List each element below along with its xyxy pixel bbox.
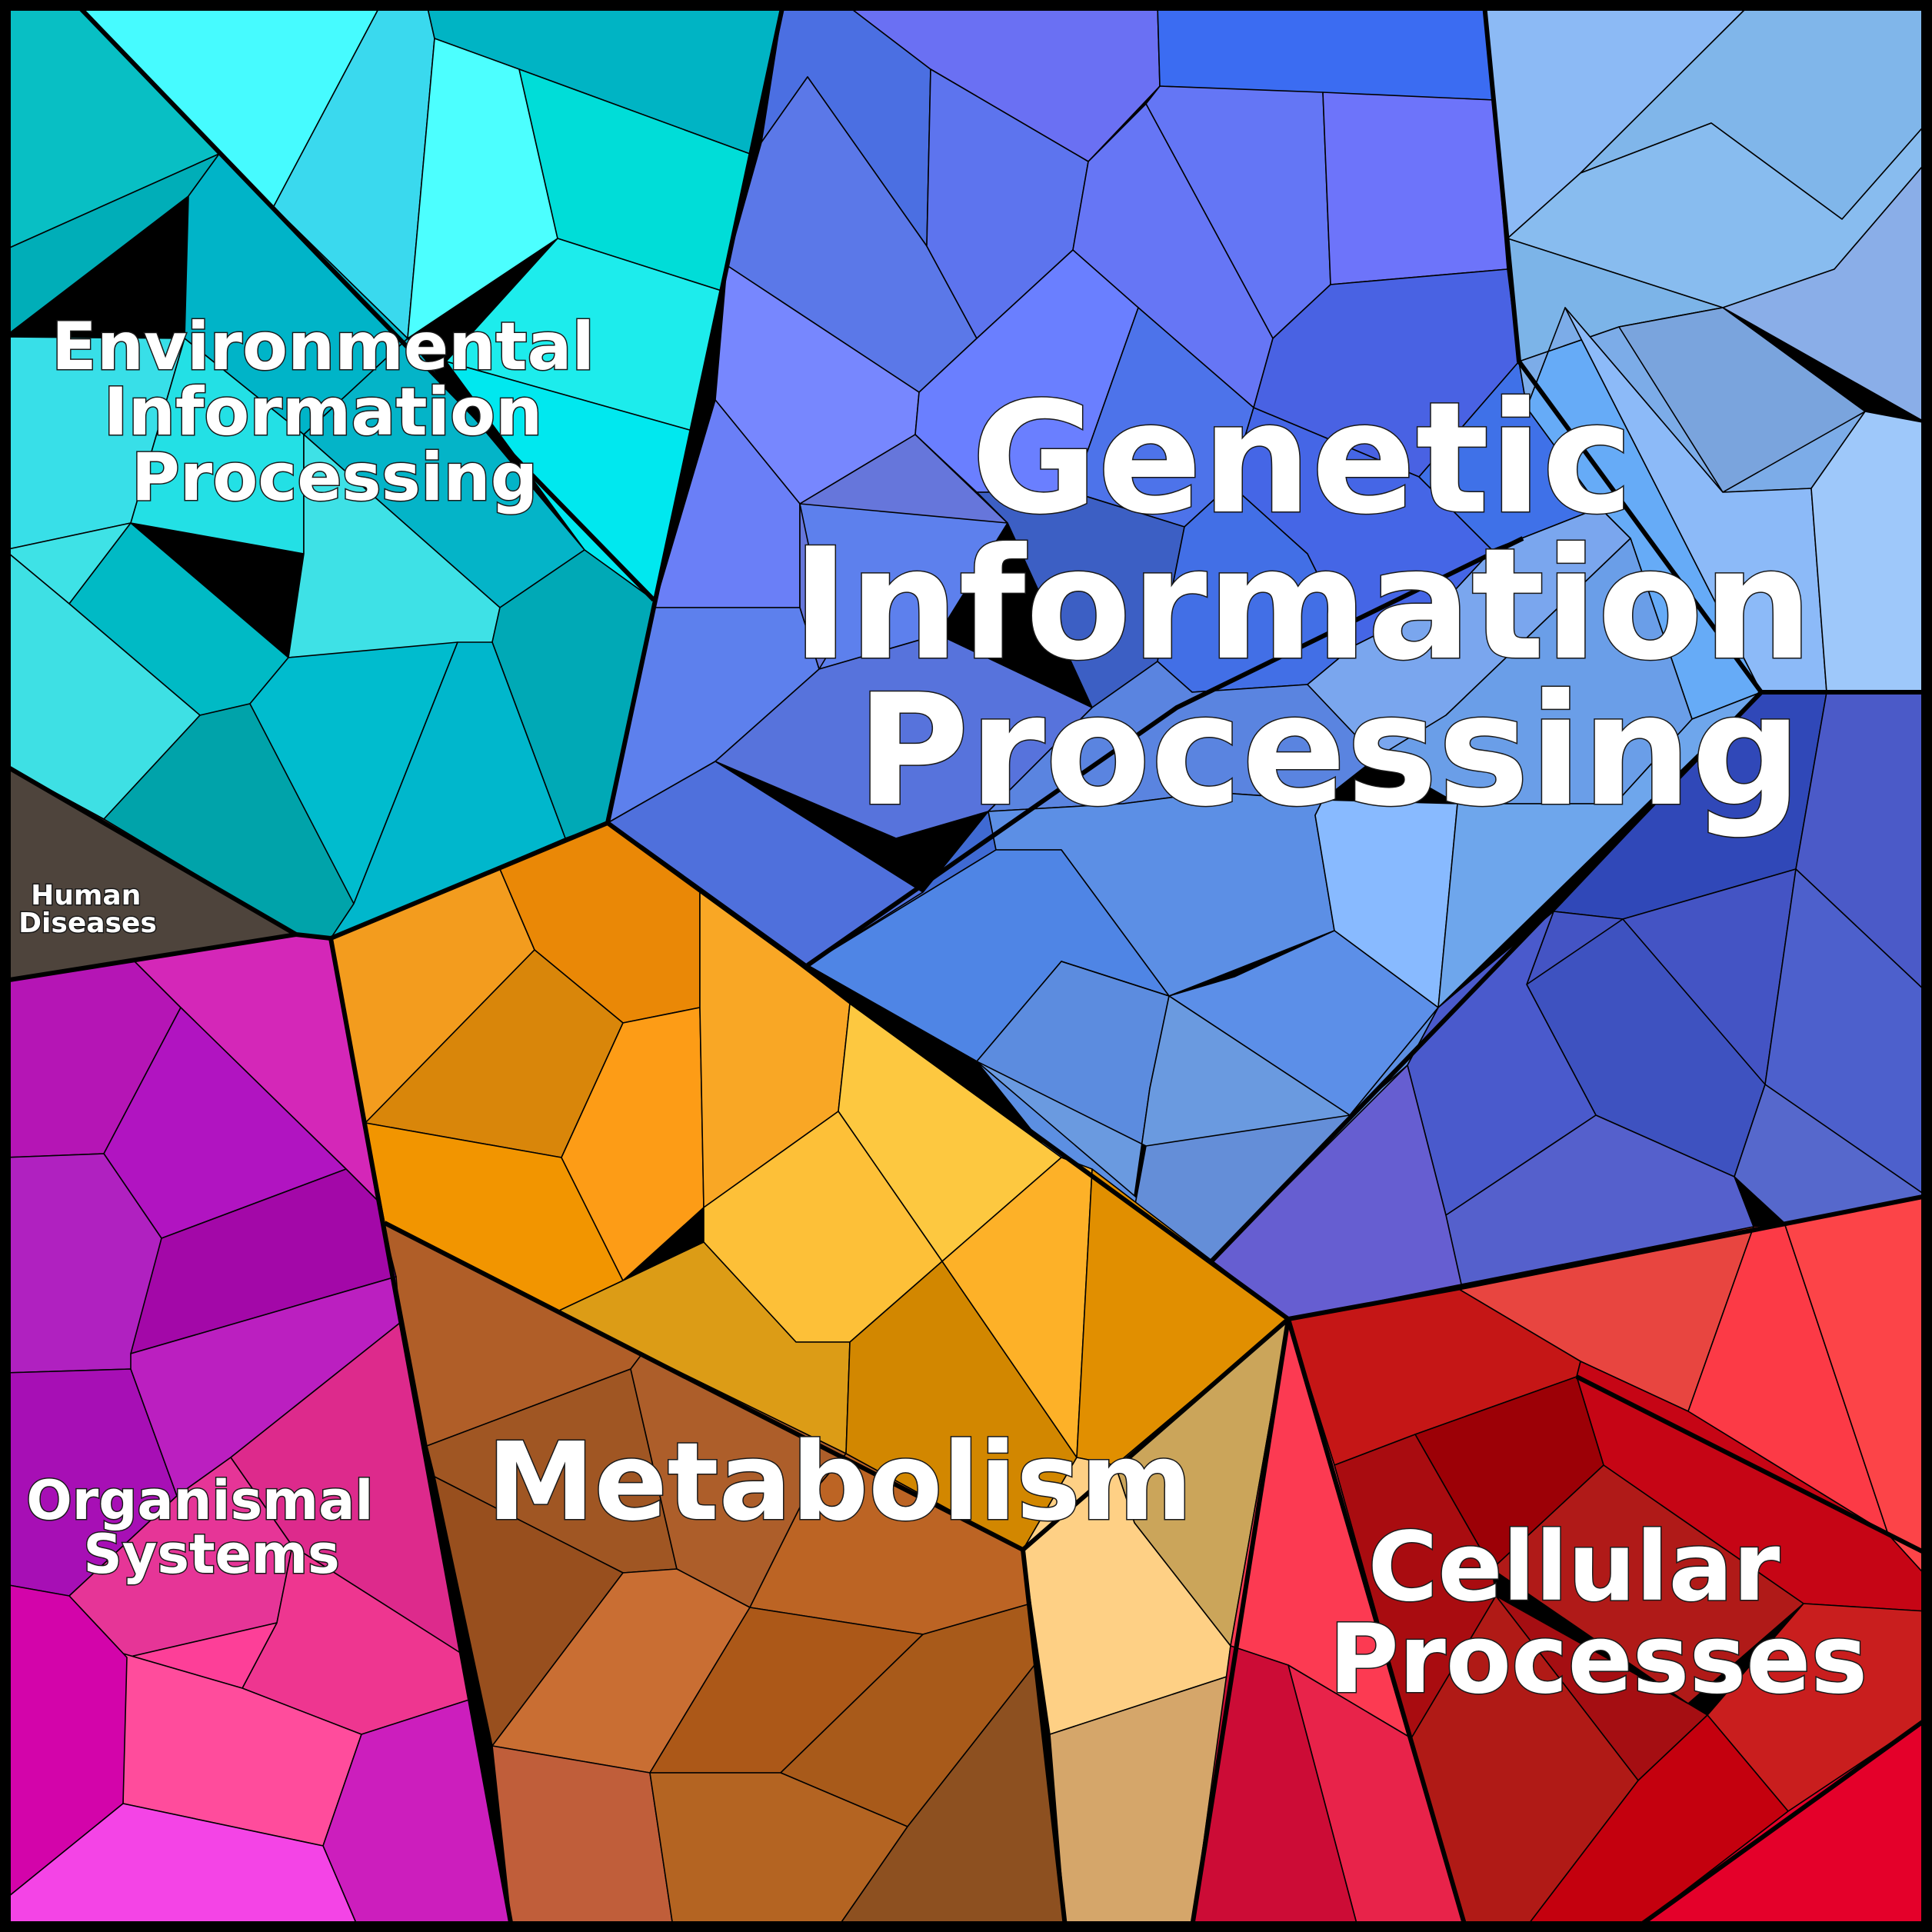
label-environmental-information-processing: Environmental Information Processing <box>52 308 618 516</box>
border-metabolism-genetic <box>606 821 1290 1321</box>
label-line: Environmental <box>52 308 595 385</box>
region-genetic-dark <box>1211 691 1927 1320</box>
border-genetic-inner <box>806 536 1524 968</box>
region-metabolism <box>330 822 1289 1551</box>
cell <box>1437 691 1762 1008</box>
label-line: Processes <box>1329 1604 1867 1715</box>
labels: Environmental Information Processing Gen… <box>18 308 1869 1717</box>
border-cellular-pink <box>1286 1318 1467 1927</box>
label-line: Diseases <box>18 908 157 939</box>
label-line: Metabolism <box>487 1420 1192 1545</box>
region-cellular-processes <box>1191 1195 1927 1927</box>
label-line: Systems <box>83 1523 339 1586</box>
cell <box>988 791 1335 997</box>
region-environmental-information-processing <box>4 4 784 939</box>
region-genetic-light <box>1484 4 1927 693</box>
border-cellular-inner <box>1575 1374 1928 1556</box>
label-organismal-systems: Organismal Systems <box>26 1469 391 1586</box>
label-line: Genetic <box>971 369 1634 548</box>
border-human-organismal <box>4 932 297 983</box>
label-line: Processing <box>132 439 538 516</box>
border-metabolism-cellular <box>1190 1318 1291 1927</box>
border-metabolism-tan <box>1021 1549 1068 1927</box>
cell <box>491 1745 674 1927</box>
region-metabolism-tan <box>1022 1318 1289 1927</box>
label-genetic-information-processing: Genetic Information Processing <box>792 369 1867 841</box>
cell <box>1157 4 1494 101</box>
region-metabolism-lower <box>384 1222 1066 1927</box>
label-line: Information <box>104 374 543 451</box>
label-human-diseases: Human Diseases <box>18 880 157 939</box>
cell <box>1322 92 1508 285</box>
border-genetic-cellular <box>1287 1194 1927 1321</box>
border-cellular-corner <box>1637 1717 1928 1929</box>
region-organismal-systems <box>4 934 512 1927</box>
label-metabolism: Metabolism <box>487 1420 1192 1545</box>
border-organismal-metabolism <box>328 938 514 1927</box>
label-line: Organismal <box>26 1469 373 1532</box>
label-line: Human <box>31 880 141 911</box>
border-environmental-genetic <box>605 4 785 824</box>
label-line: Cellular <box>1368 1512 1780 1623</box>
region-borders <box>3 2 1928 1929</box>
label-line: Information <box>792 515 1813 695</box>
label-cellular-processes: Cellular Processes <box>1329 1512 1867 1715</box>
border-environmental-inner <box>75 2 656 602</box>
label-line: Processing <box>856 661 1801 841</box>
border-environmental-bottom <box>3 763 609 941</box>
border-genetic-light <box>1209 4 1764 1264</box>
